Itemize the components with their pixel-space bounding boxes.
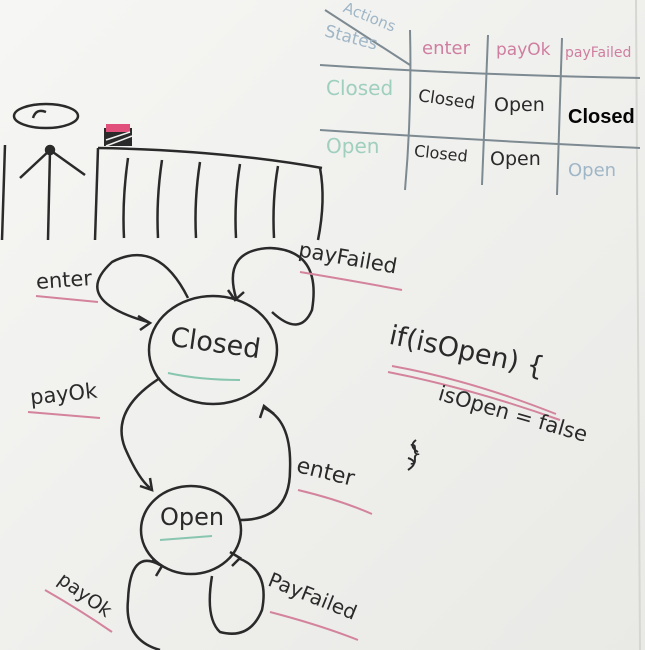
table-row-state-closed: Closed bbox=[326, 76, 394, 100]
table-cell-open-payok: Open bbox=[490, 148, 541, 170]
table-column-payfailed: payFailed bbox=[565, 45, 632, 61]
turnstile-sketch bbox=[0, 102, 324, 241]
table-column-enter: enter bbox=[422, 38, 471, 59]
transition-enter-closed-label: enter bbox=[35, 266, 93, 294]
code-line-close: } bbox=[408, 442, 422, 467]
table-column-payok: payOk bbox=[496, 40, 551, 60]
coin-slot-sketch bbox=[104, 128, 132, 146]
closed-state-circle bbox=[147, 294, 279, 406]
table-grid bbox=[319, 9, 641, 196]
table-row-state-open: Open bbox=[326, 134, 380, 158]
open-state-circle bbox=[139, 484, 243, 576]
transition-arrows bbox=[96, 246, 315, 650]
table-cell-open-payfailed: Open bbox=[568, 160, 617, 181]
code-brace-marks bbox=[407, 439, 419, 471]
table-cell-closed-payfailed: Closed bbox=[568, 106, 635, 128]
underlines bbox=[27, 271, 561, 641]
table-cell-closed-payok: Open bbox=[494, 94, 545, 116]
state-open-label: Open bbox=[160, 503, 225, 531]
